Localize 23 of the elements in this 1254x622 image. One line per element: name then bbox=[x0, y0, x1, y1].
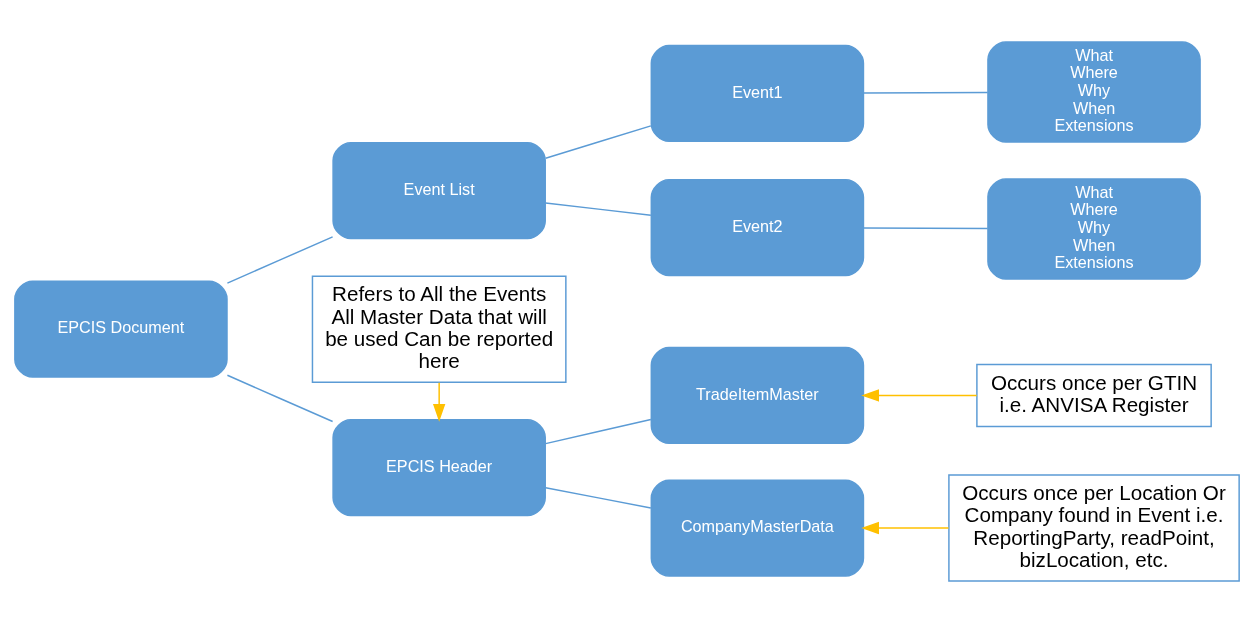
node-box: TradeItemMaster bbox=[650, 346, 865, 444]
connector bbox=[862, 91, 989, 94]
node-box: Event List bbox=[332, 141, 546, 239]
node-box: Event2 bbox=[650, 178, 865, 276]
node-box: What Where Why When Extensions bbox=[987, 177, 1201, 280]
node-box: Event1 bbox=[650, 44, 865, 142]
connector bbox=[862, 226, 989, 229]
connector bbox=[544, 418, 652, 444]
node-box: Occurs once per GTIN i.e. ANVISA Register bbox=[976, 363, 1212, 427]
node-box: What Where Why When Extensions bbox=[987, 40, 1201, 143]
connector bbox=[544, 201, 652, 216]
node-box: EPCIS Header bbox=[332, 418, 546, 516]
connector bbox=[226, 374, 334, 422]
arrow bbox=[861, 521, 950, 534]
connector bbox=[544, 124, 652, 159]
node-box: Occurs once per Location Or Company found in Event i.e. ReportingParty, readPoint, bizLocation, etc. bbox=[948, 473, 1240, 582]
connector bbox=[226, 235, 334, 284]
arrow bbox=[432, 381, 446, 422]
connector bbox=[544, 486, 652, 509]
node-box: Refers to All the Events All Master Data that will be used Can be reported here bbox=[311, 274, 567, 383]
node-box: EPCIS Document bbox=[14, 280, 228, 378]
node-box: CompanyMasterData bbox=[650, 478, 865, 577]
arrow bbox=[861, 388, 978, 402]
